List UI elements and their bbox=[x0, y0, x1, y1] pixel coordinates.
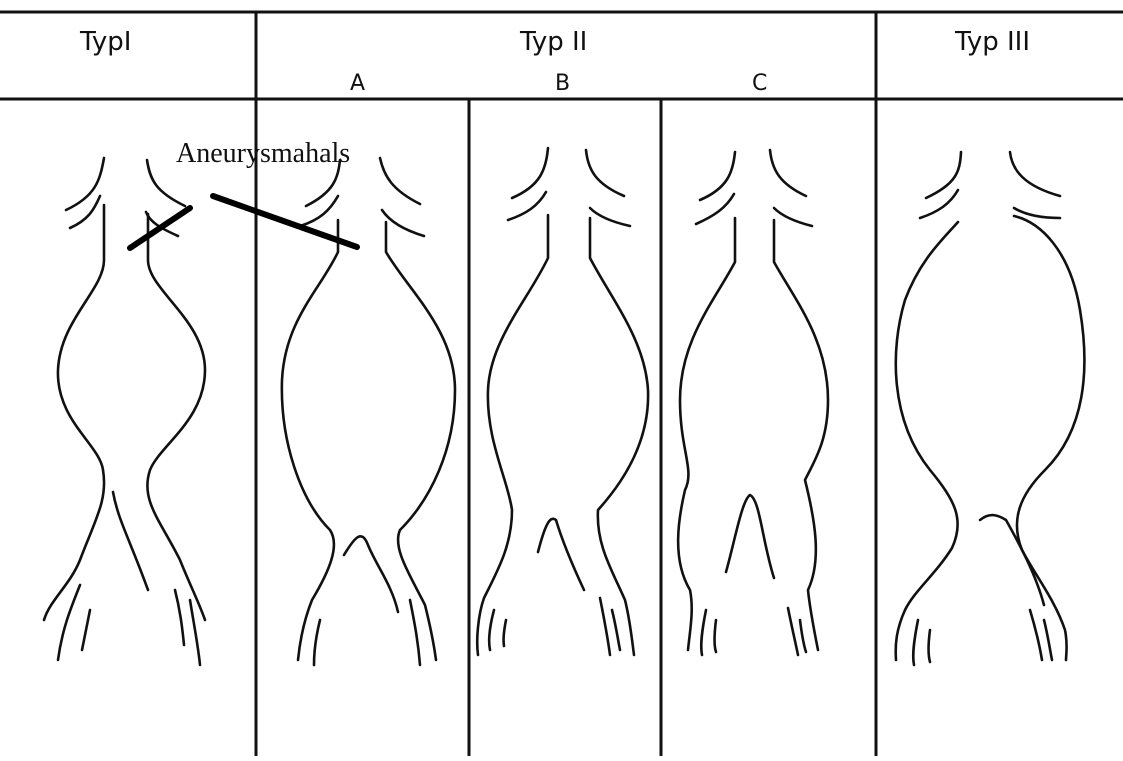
annotation-label: Aneurysmahals bbox=[176, 138, 350, 169]
table-frame bbox=[0, 12, 1123, 756]
header-typ-2: Typ II bbox=[519, 27, 587, 57]
aorta-drawing-typ-2c bbox=[678, 150, 828, 655]
aorta-drawing-typ-2a bbox=[282, 158, 455, 665]
sub-header-c: C bbox=[752, 71, 767, 96]
aorta-drawing-typ-2b bbox=[477, 148, 648, 655]
pointer-line-typ-1 bbox=[130, 208, 190, 248]
header-typ-1: TypI bbox=[79, 27, 131, 57]
aorta-drawing-typ-1 bbox=[44, 158, 205, 665]
aorta-drawing-typ-3 bbox=[896, 152, 1085, 665]
sub-header-b: B bbox=[555, 71, 570, 96]
header-typ-3: Typ III bbox=[954, 27, 1030, 57]
sub-header-a: A bbox=[350, 71, 365, 96]
pointer-line-typ-2a bbox=[213, 196, 357, 247]
